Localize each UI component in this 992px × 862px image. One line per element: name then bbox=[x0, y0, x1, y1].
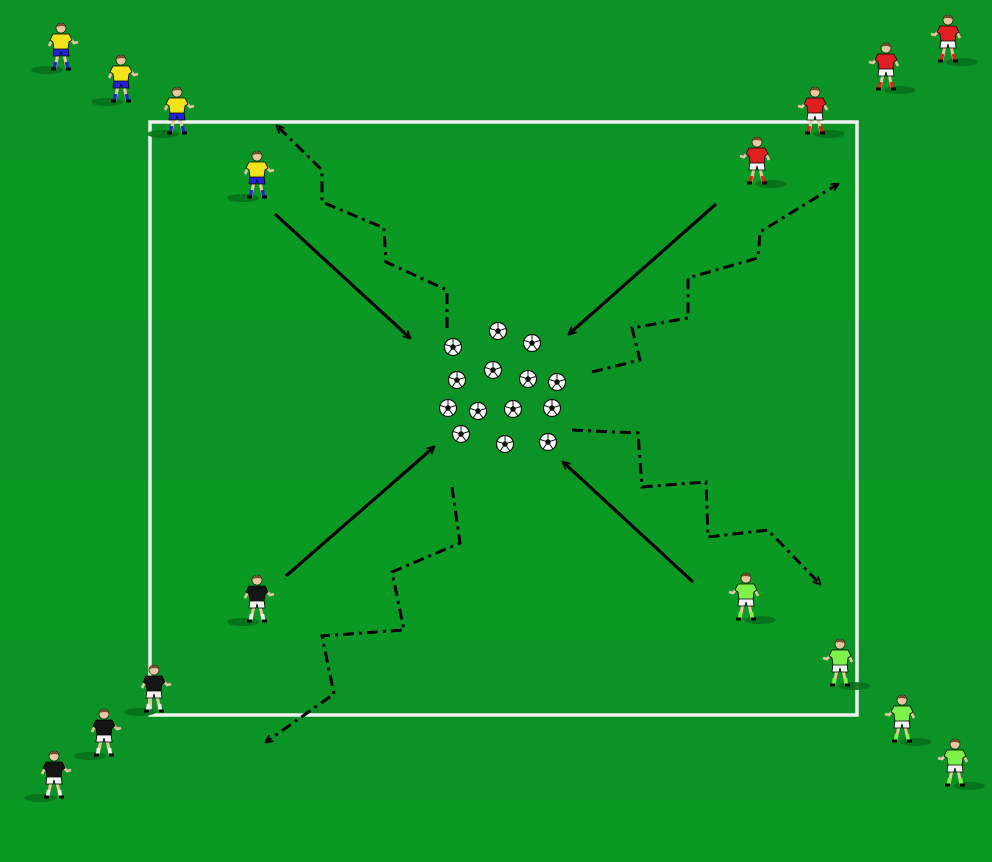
ball bbox=[449, 372, 466, 389]
ball bbox=[490, 323, 507, 340]
ball bbox=[520, 371, 537, 388]
ball bbox=[544, 400, 561, 417]
ball bbox=[453, 426, 470, 443]
ball bbox=[440, 400, 457, 417]
ball bbox=[470, 403, 487, 420]
ball bbox=[540, 434, 557, 451]
ball bbox=[524, 335, 541, 352]
ball bbox=[549, 374, 566, 391]
ball bbox=[497, 436, 514, 453]
ball bbox=[485, 362, 502, 379]
ball bbox=[505, 401, 522, 418]
ball bbox=[445, 339, 462, 356]
